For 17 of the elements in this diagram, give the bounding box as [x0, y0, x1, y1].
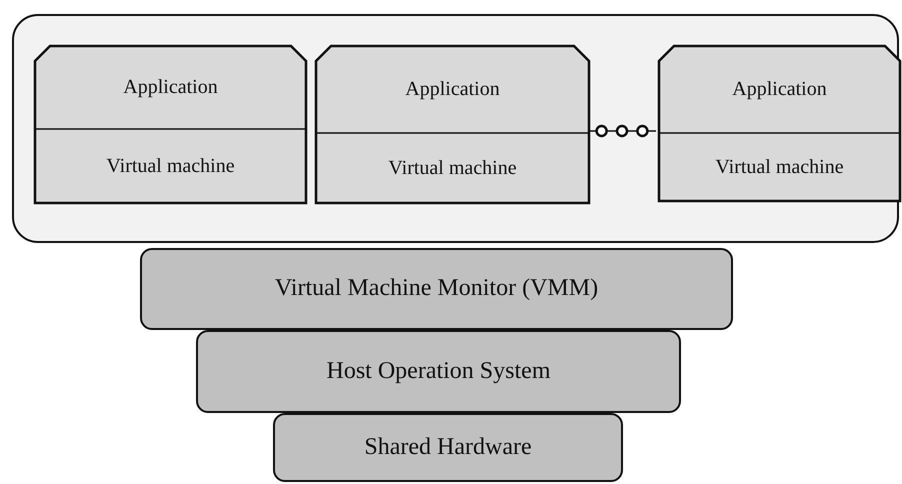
virtual-machine-label: Virtual machine [715, 156, 844, 179]
application-label: Application [405, 78, 500, 100]
layer-box [140, 248, 733, 330]
layer-label: Shared Hardware [364, 434, 532, 462]
vm-block [658, 45, 901, 202]
connector-line [588, 130, 656, 132]
layer-box [273, 413, 623, 482]
virtual-machine-label: Virtual machine [388, 157, 517, 180]
container-box [12, 14, 899, 243]
layer-label: Host Operation System [326, 358, 550, 386]
application-label: Application [123, 76, 218, 98]
virtual-machine-label: Virtual machine [106, 155, 235, 178]
application-label: Application [732, 78, 827, 100]
vm-block [315, 45, 590, 204]
layer-label: Virtual Machine Monitor (VMM) [274, 275, 598, 303]
layer-box [196, 330, 681, 413]
vm-block [34, 45, 307, 204]
